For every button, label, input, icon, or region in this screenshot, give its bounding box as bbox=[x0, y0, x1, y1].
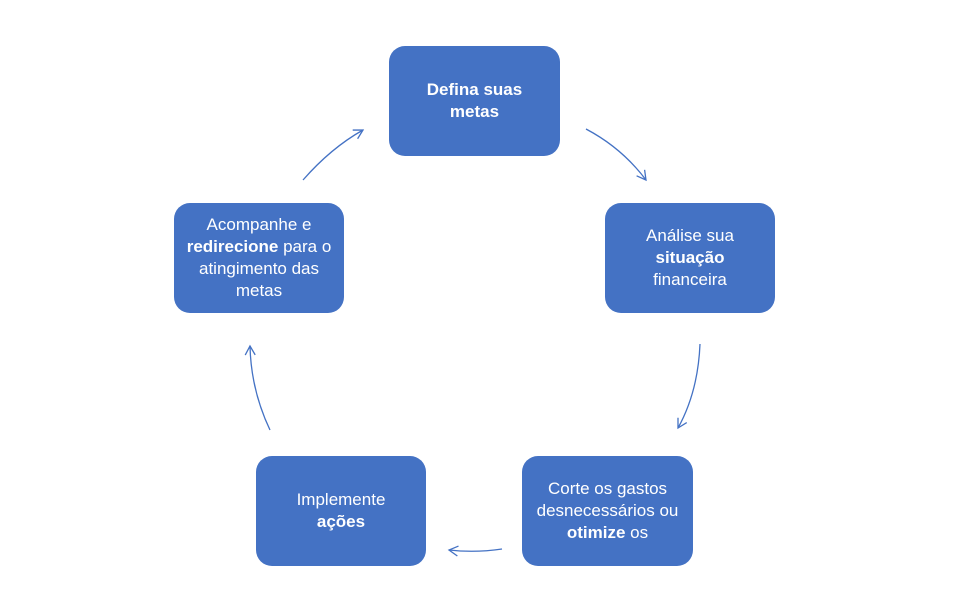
step-cut-expenses: Corte os gastos desnecessários ou otimiz… bbox=[522, 456, 693, 566]
step-implement-text-1: Implemente bbox=[296, 490, 386, 509]
step-monitor-text-1: Acompanhe e bbox=[206, 215, 312, 234]
step-implement-label: Implemente ações bbox=[286, 489, 396, 533]
step-cut-text-2: otimize bbox=[566, 523, 626, 542]
arrow-n5-n1 bbox=[302, 129, 365, 181]
step-analyze-situation: Análise sua situação financeira bbox=[605, 203, 775, 313]
step-implement-actions: Implemente ações bbox=[256, 456, 426, 566]
step-analyze-text-2: situação bbox=[655, 248, 725, 267]
step-monitor-text-3: para o atingimento das metas bbox=[198, 237, 332, 300]
step-define-goals-text: Defina suas metas bbox=[426, 80, 523, 121]
arrow-n2-n3 bbox=[677, 343, 701, 430]
step-monitor-redirect: Acompanhe e redirecione para o atingimen… bbox=[174, 203, 344, 313]
step-analyze-text-1: Análise sua bbox=[646, 226, 734, 245]
step-cut-expenses-label: Corte os gastos desnecessários ou otimiz… bbox=[530, 478, 685, 544]
step-implement-text-2: ações bbox=[316, 512, 366, 531]
arrow-n4-n5 bbox=[244, 344, 271, 431]
step-monitor-label: Acompanhe e redirecione para o atingimen… bbox=[182, 214, 336, 302]
step-define-goals-label: Defina suas metas bbox=[417, 79, 532, 123]
step-cut-text-1: Corte os gastos desnecessários ou bbox=[536, 479, 679, 520]
step-analyze-situation-label: Análise sua situação financeira bbox=[631, 225, 749, 291]
arrow-n1-n2 bbox=[585, 128, 647, 182]
step-define-goals: Defina suas metas bbox=[389, 46, 560, 156]
step-analyze-text-3: financeira bbox=[653, 270, 727, 289]
step-monitor-text-2: redirecione bbox=[186, 237, 279, 256]
arrow-n3-n4 bbox=[447, 545, 503, 557]
step-cut-text-3: os bbox=[625, 523, 649, 542]
